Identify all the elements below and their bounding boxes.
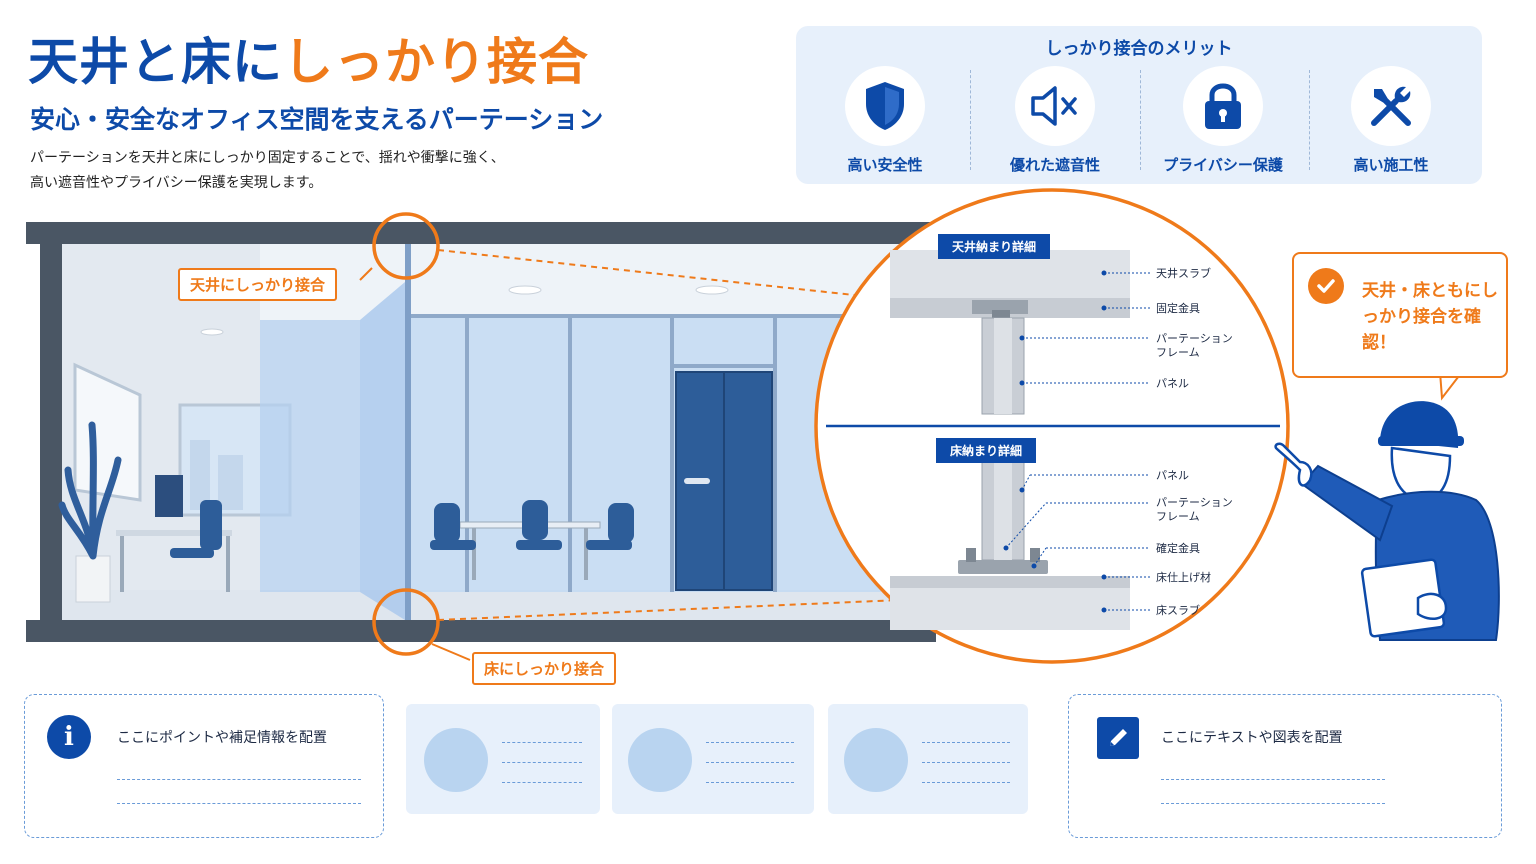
floor-label: パネル [1156,469,1189,482]
placeholder-line [922,762,1010,763]
glass-partition-front [411,316,881,592]
ceiling-label: 固定金具 [1156,302,1200,315]
description: パーテーションを天井と床にしっかり固定することで、揺れや衝撃に強く、 高い遮音性… [30,146,590,196]
shield-icon [845,66,925,146]
divider [970,70,971,170]
confirm-bubble: 天井・床ともにしっかり接合を確認！ [1292,252,1508,378]
lock-icon [1183,66,1263,146]
page-title: 天井と床にしっかり接合 [28,22,589,94]
merit-item-workability: 高い施工性 [1306,66,1476,182]
placeholder-line [502,782,582,783]
floor-label: 確定金具 [1156,542,1200,555]
placeholder-line [502,742,582,743]
merits-title: しっかり接合のメリット [1045,39,1233,59]
placeholder-line [117,803,361,804]
floor-detail-heading: 床納まり詳細 [936,438,1037,463]
edit-text: ここにテキストや図表を配置 [1161,730,1343,746]
title-part1: 天井と床に [28,33,283,91]
merit-label: 高い施工性 [1353,156,1429,174]
wall-left [40,244,62,620]
divider [1309,70,1310,170]
placeholder-card [828,704,1028,814]
placeholder-line [1161,779,1385,780]
placeholder-line [706,762,794,763]
floor-joint-tag: 床にしっかり接合 [472,652,617,685]
floor-label: 床スラブ [1156,604,1200,617]
check-icon [1308,268,1344,304]
placeholder-line [922,782,1010,783]
ceiling-joint-tag: 天井にしっかり接合 [178,268,338,301]
title-part2: しっかり接合 [283,33,589,91]
ceiling-label: パーテーション フレーム [1156,332,1233,359]
floor-slab [26,620,936,642]
merit-item-safety: 高い安全性 [800,66,970,182]
placeholder-line [706,742,794,743]
merit-item-soundproof: 優れた遮音性 [970,66,1140,182]
confirm-text: 天井・床ともにしっかり接合を確認！ [1362,281,1498,353]
ceiling-slab [26,222,936,244]
placeholder-line [502,762,582,763]
description-line1: パーテーションを天井と床にしっかり固定することで、揺れや衝撃に強く、 [30,150,505,166]
placeholder-line [922,742,1010,743]
floor-label: パーテーション フレーム [1156,496,1233,523]
edit-box: ここにテキストや図表を配置 [1068,694,1502,838]
placeholder-line [706,782,794,783]
speaker-mute-icon [1015,66,1095,146]
ceiling-label: パネル [1156,377,1189,390]
worker-illustration [1274,401,1500,641]
merit-item-privacy: プライバシー保護 [1138,66,1308,182]
merit-label: プライバシー保護 [1163,156,1283,174]
floor-label: 床仕上げ材 [1156,571,1211,584]
glass-partition-curved [260,320,360,592]
ceiling-joint-highlight [372,212,440,280]
placeholder-circle [844,728,908,792]
floor-slab-detail [890,588,1130,630]
placeholder-circle [628,728,692,792]
description-line2: 高い遮音性やプライバシー保護を実現します。 [30,175,323,191]
placeholder-line [117,779,361,780]
merit-label: 高い安全性 [847,156,923,174]
ceiling-detail-heading: 天井納まり詳細 [938,234,1051,259]
ceiling-label: 天井スラブ [1156,267,1211,280]
page-subtitle: 安心・安全なオフィス空間を支えるパーテーション [30,105,604,134]
merits-panel: しっかり接合のメリット 高い安全性 優れた遮音性 プライバシー保護 高い施工性 [796,26,1482,184]
pencil-icon [1097,717,1139,759]
tools-icon [1351,66,1431,146]
floor-joint-highlight [372,588,440,656]
info-icon: i [47,715,91,759]
merit-label: 優れた遮音性 [1009,156,1100,174]
placeholder-card [406,704,600,814]
divider [1140,70,1141,170]
placeholder-card [612,704,814,814]
info-text: ここにポイントや補足情報を配置 [117,730,327,746]
placeholder-line [1161,803,1385,804]
placeholder-circle [424,728,488,792]
info-box: i ここにポイントや補足情報を配置 [24,694,384,838]
